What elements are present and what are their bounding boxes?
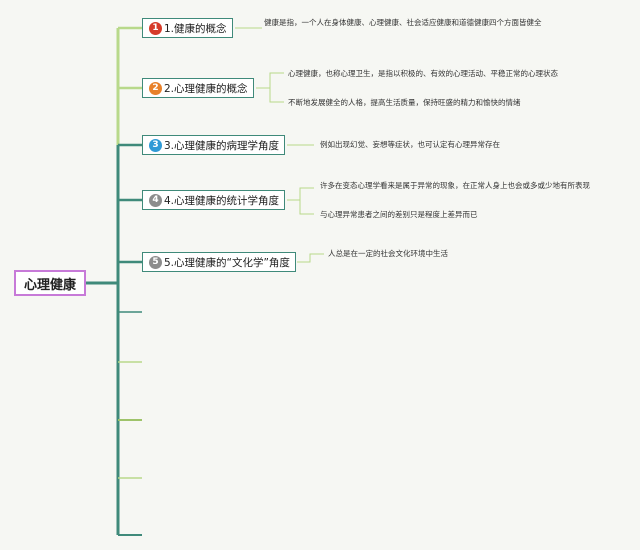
note-4a: 许多在变态心理学看来是属于异常的现象，在正常人身上也会或多或少地有所表现 (320, 181, 590, 190)
branch-label-1: 1.健康的概念 (164, 22, 227, 35)
note-2a: 心理健康，也称心理卫生，是指以积极的、有效的心理活动、平稳正常的心理状态 (288, 69, 558, 78)
note-connector-4a (287, 187, 314, 201)
root-node[interactable]: 心理健康 (14, 270, 86, 296)
note-connector-2a (256, 72, 284, 89)
number-badge-5: 5 (149, 255, 162, 269)
branch-node-1[interactable]: 1 1.健康的概念 (142, 18, 233, 38)
note-5: 人总是在一定的社会文化环境中生活 (328, 249, 448, 258)
number-badge-2: 2 (149, 81, 162, 95)
note-3: 例如出现幻觉、妄想等症状，也可认定有心理异常存在 (320, 140, 500, 149)
branch-node-3[interactable]: 3 3.心理健康的病理学角度 (142, 135, 286, 155)
branch-label-3: 3.心理健康的病理学角度 (164, 139, 280, 152)
note-connector-4b (299, 200, 314, 215)
note-1: 健康是指，一个人在身体健康、心理健康、社会适应健康和道德健康四个方面皆健全 (264, 18, 542, 27)
number-badge-4: 4 (149, 193, 162, 207)
number-badge-1: 1 (149, 21, 162, 35)
branch-node-4[interactable]: 4 4.心理健康的统计学角度 (142, 190, 286, 210)
note-connector-5 (297, 253, 324, 263)
root-label: 心理健康 (23, 277, 76, 293)
branch-label-2: 2.心理健康的概念 (164, 82, 248, 95)
note-connector-2b (269, 88, 284, 103)
branch-node-5[interactable]: 5 5.心理健康的“文化学”角度 (142, 252, 296, 272)
branch-label-4: 4.心理健康的统计学角度 (164, 194, 280, 207)
branch-label-5: 5.心理健康的“文化学”角度 (164, 256, 290, 269)
note-2b: 不断地发展健全的人格，提高生活质量，保持旺盛的精力和愉快的情绪 (288, 98, 521, 107)
note-4b: 与心理异常患者之间的差别只是程度上差异而已 (320, 210, 478, 219)
number-badge-3: 3 (149, 138, 162, 152)
branch-node-2[interactable]: 2 2.心理健康的概念 (142, 78, 254, 98)
